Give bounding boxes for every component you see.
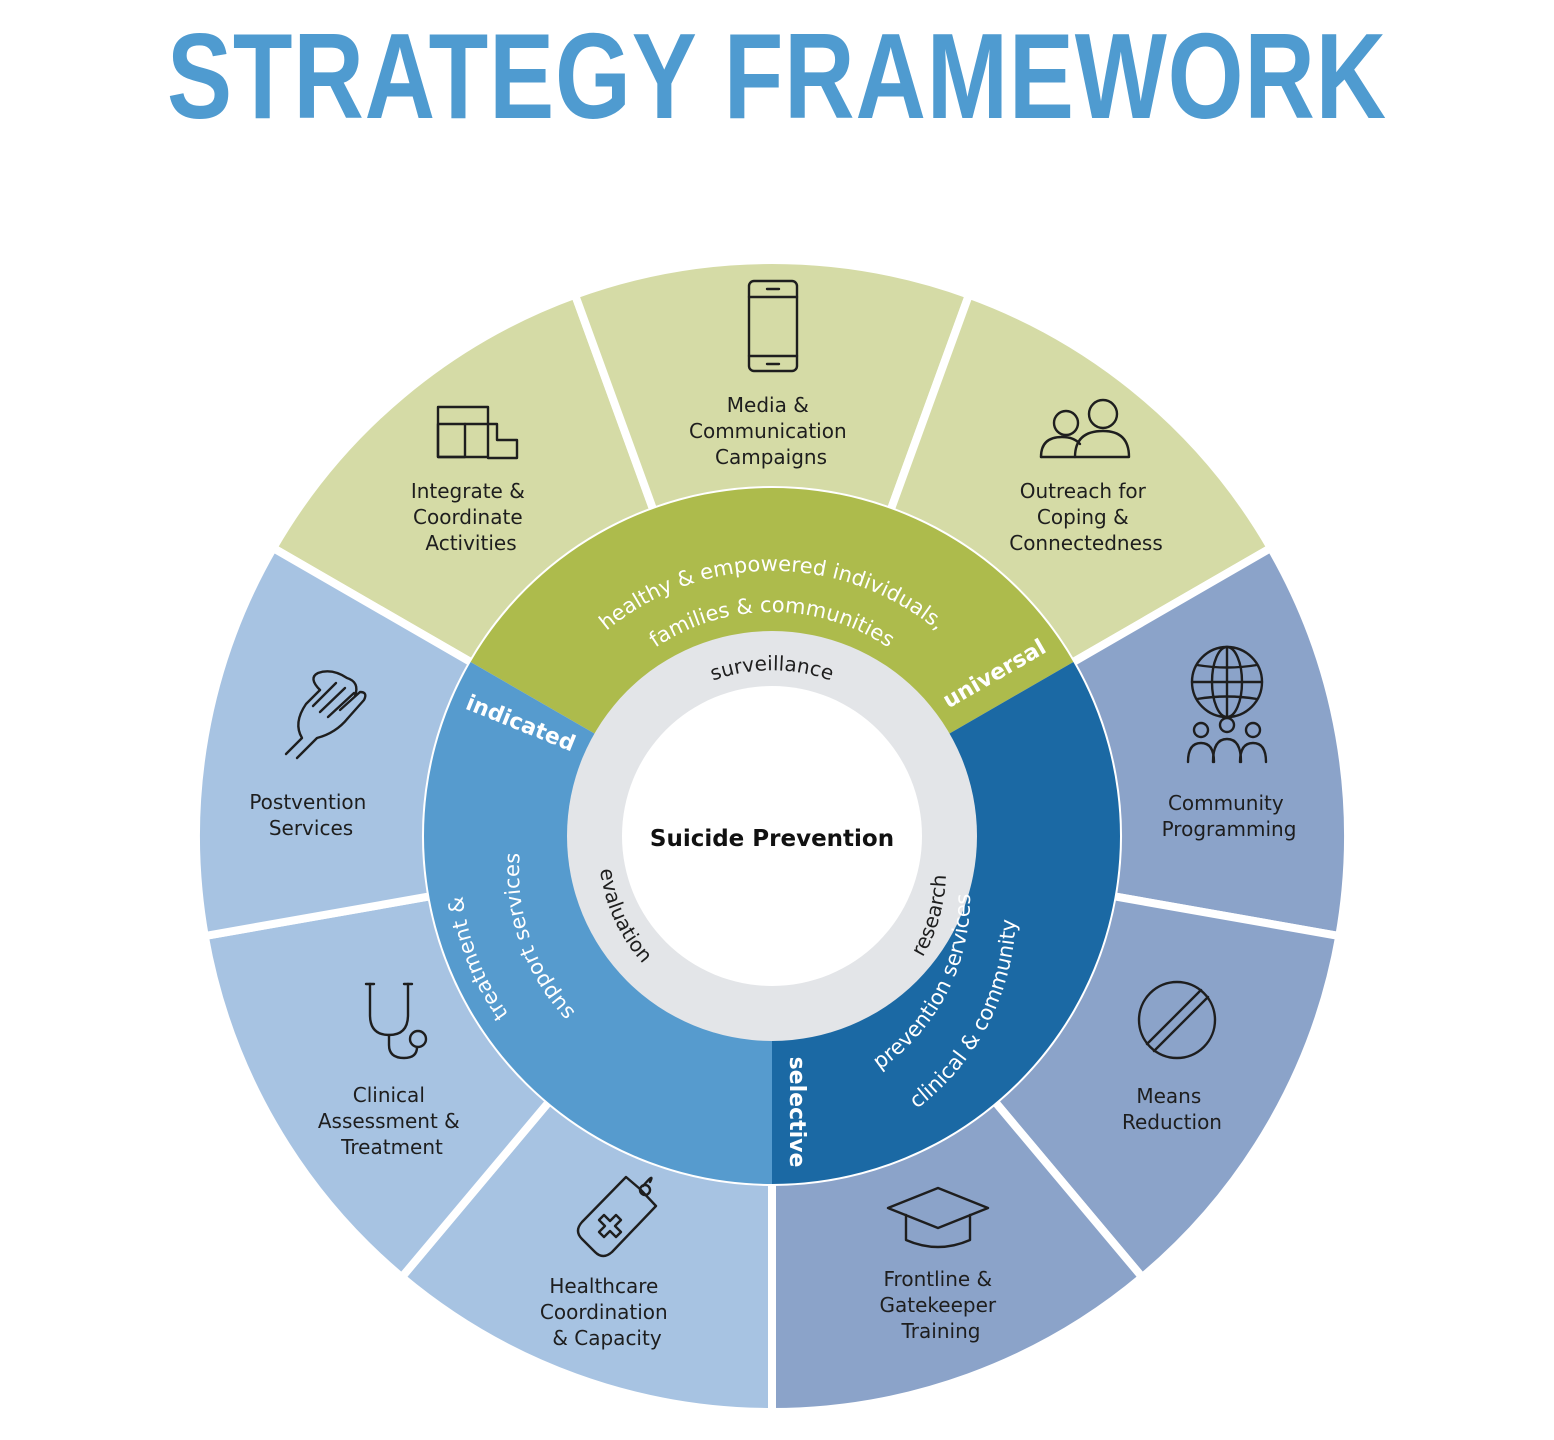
outer-segments	[192, 256, 1352, 1417]
segment-label-clinical: Clinical Assessment & Treatment	[318, 1083, 466, 1159]
medical-tag-icon	[576, 1175, 658, 1258]
page-title: STRATEGY FRAMEWORK	[167, 8, 1387, 144]
center-label: Suicide Prevention	[650, 826, 894, 852]
stethoscope-icon	[364, 982, 428, 1060]
segment-label-outreach: Outreach for Coping & Connectedness	[1009, 479, 1163, 555]
segment-label-means: Means Reduction	[1122, 1084, 1222, 1134]
segment-label-media: Media & Communication Campaigns	[689, 393, 853, 469]
segment-label-healthcare: Healthcare Coordination & Capacity	[540, 1274, 674, 1350]
segment-label-postvention: Postvention Services	[249, 790, 372, 840]
prevention-tiers-ring	[423, 488, 1120, 1184]
prohibited-icon	[1137, 980, 1217, 1060]
segment-label-community: Community Programming	[1162, 791, 1297, 841]
ring-segment-selective	[772, 662, 1120, 1184]
segment-label-integrate: Integrate & Coordinate Activities	[411, 479, 531, 555]
ring-segment-universal	[470, 488, 1074, 736]
center-disc	[622, 686, 922, 986]
tier-label-selective: selective	[784, 1057, 809, 1168]
blocks-icon	[436, 405, 519, 460]
smartphone-icon	[747, 279, 799, 373]
people-icon	[1039, 398, 1131, 459]
ring-segment-indicated	[423, 662, 772, 1184]
segment-labels: Integrate & Coordinate Activities Media …	[249, 393, 1296, 1350]
helping-hand-icon	[284, 670, 367, 760]
graduation-cap-icon	[886, 1186, 990, 1249]
segment-label-frontline: Frontline & Gatekeeper Training	[880, 1267, 1003, 1343]
globe-people-icon	[1186, 645, 1268, 764]
